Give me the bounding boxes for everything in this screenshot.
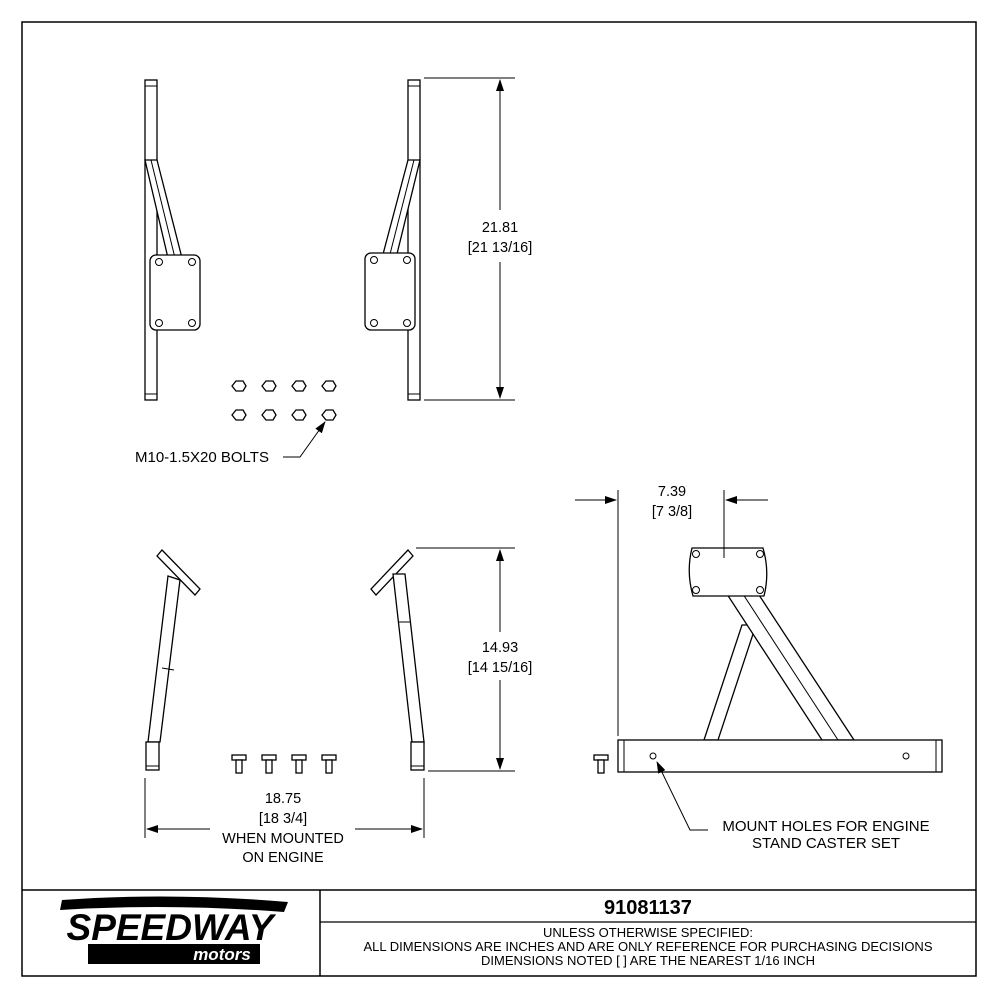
dim-height-side-decimal: 14.93 xyxy=(482,640,518,656)
dim-width-note-line2: ON ENGINE xyxy=(242,850,324,866)
dim-height-side-fraction: [14 15/16] xyxy=(468,660,533,676)
logo-text-top: SPEEDWAY xyxy=(67,907,277,948)
spec-line-3: DIMENSIONS NOTED [ ] ARE THE NEAREST 1/1… xyxy=(481,953,815,968)
spec-line-1: UNLESS OTHERWISE SPECIFIED: xyxy=(543,925,753,940)
side-bolts-group xyxy=(231,754,609,774)
spec-line-2: ALL DIMENSIONS ARE INCHES AND ARE ONLY R… xyxy=(364,939,933,954)
dimension-height-top: 21.81 [21 13/16] xyxy=(424,77,533,401)
dimension-offset: 7.39 [7 3/8] xyxy=(575,484,768,736)
mount-holes-label-line2: STAND CASTER SET xyxy=(752,835,900,852)
bolts-callout: M10-1.5X20 BOLTS xyxy=(135,421,326,466)
part-number: 91081137 xyxy=(604,897,692,919)
bracket-assembly-view xyxy=(617,547,943,773)
bracket-right-front-view xyxy=(364,79,421,401)
bracket-left-side-view xyxy=(145,549,201,771)
dim-offset-decimal: 7.39 xyxy=(658,484,686,500)
mount-holes-label-line1: MOUNT HOLES FOR ENGINE xyxy=(722,818,929,835)
dimension-width-mounted: 18.75 [18 3/4] WHEN MOUNTED ON ENGINE xyxy=(144,778,425,866)
sheet-border xyxy=(21,21,977,977)
title-block: SPEEDWAY motors 91081137 UNLESS OTHERWIS… xyxy=(22,889,976,976)
mount-holes-callout: MOUNT HOLES FOR ENGINE STAND CASTER SET xyxy=(656,761,930,852)
bracket-left-front-view xyxy=(144,79,201,401)
dim-width-note-line1: WHEN MOUNTED xyxy=(222,831,344,847)
dimension-height-side: 14.93 [14 15/16] xyxy=(416,547,533,772)
dim-width-decimal: 18.75 xyxy=(265,791,301,807)
dim-height-top-decimal: 21.81 xyxy=(482,220,518,236)
bracket-right-side-view xyxy=(370,549,425,771)
dim-width-fraction: [18 3/4] xyxy=(259,811,307,827)
bolts-label: M10-1.5X20 BOLTS xyxy=(135,449,269,466)
dim-height-top-fraction: [21 13/16] xyxy=(468,240,533,256)
logo-text-bottom: motors xyxy=(193,945,251,964)
hex-nuts-group xyxy=(231,380,337,421)
speedway-logo: SPEEDWAY motors xyxy=(60,896,288,964)
dim-offset-fraction: [7 3/8] xyxy=(652,504,692,520)
